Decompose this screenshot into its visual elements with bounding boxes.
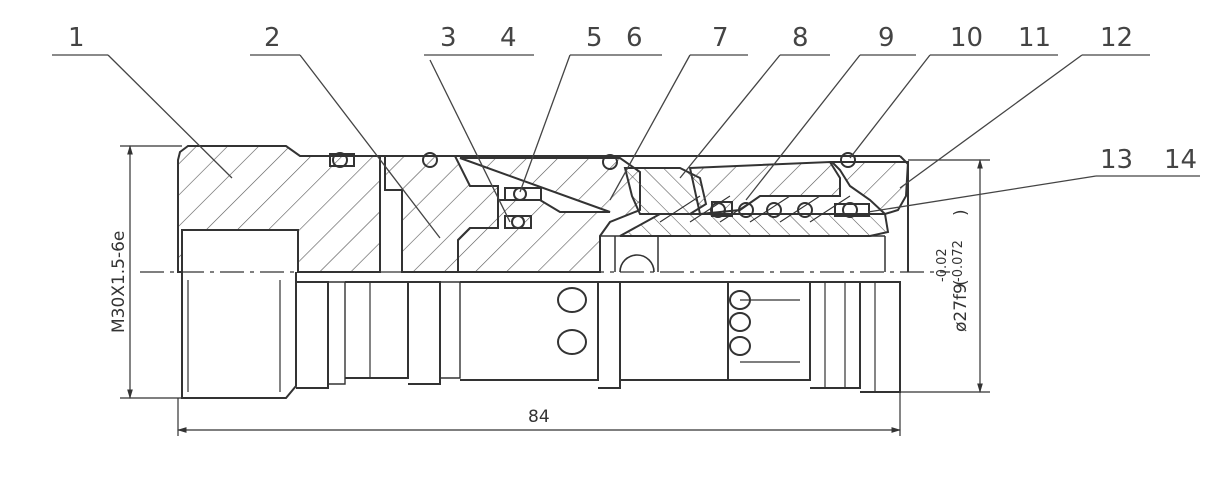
callout-1: 1: [68, 23, 85, 53]
dimension-lines: [120, 145, 990, 436]
tolerance-lower-label: -0.072: [951, 240, 966, 282]
o-ring: [738, 202, 754, 218]
upper-section-view: [177, 145, 910, 273]
callout-leaders: [52, 54, 1200, 239]
callout-11: 11: [1018, 23, 1051, 53]
callout-10: 10: [950, 23, 983, 53]
callout-3: 3: [440, 23, 457, 53]
diameter-dimension-label: ø27f9: [951, 283, 971, 332]
callout-9: 9: [878, 23, 895, 53]
o-ring: [797, 202, 813, 218]
o-ring: [840, 152, 856, 168]
tolerance-paren: ): [951, 209, 971, 216]
callout-12: 12: [1100, 23, 1133, 53]
lower-external-view: [181, 272, 901, 399]
callout-14: 14: [1164, 145, 1197, 175]
callout-13: 13: [1100, 145, 1133, 175]
o-ring: [766, 202, 782, 218]
o-ring: [602, 154, 618, 170]
o-ring: [422, 152, 438, 168]
callout-2: 2: [264, 23, 281, 53]
callout-7: 7: [712, 23, 729, 53]
tolerance-paren: (: [951, 279, 971, 286]
callout-6: 6: [626, 23, 643, 53]
length-dimension-label: 84: [528, 407, 550, 427]
callout-5: 5: [586, 23, 603, 53]
callout-labels: 1 2 3 4 5 6 7 8 9 10 11 12 13 14: [68, 23, 1197, 175]
callout-4: 4: [500, 23, 517, 53]
thread-dimension-label: M30X1.5-6e: [109, 231, 129, 333]
callout-8: 8: [792, 23, 809, 53]
tolerance-upper-label: -0.02: [935, 248, 950, 282]
o-ring: [513, 187, 527, 201]
part-1-body: [177, 145, 381, 273]
